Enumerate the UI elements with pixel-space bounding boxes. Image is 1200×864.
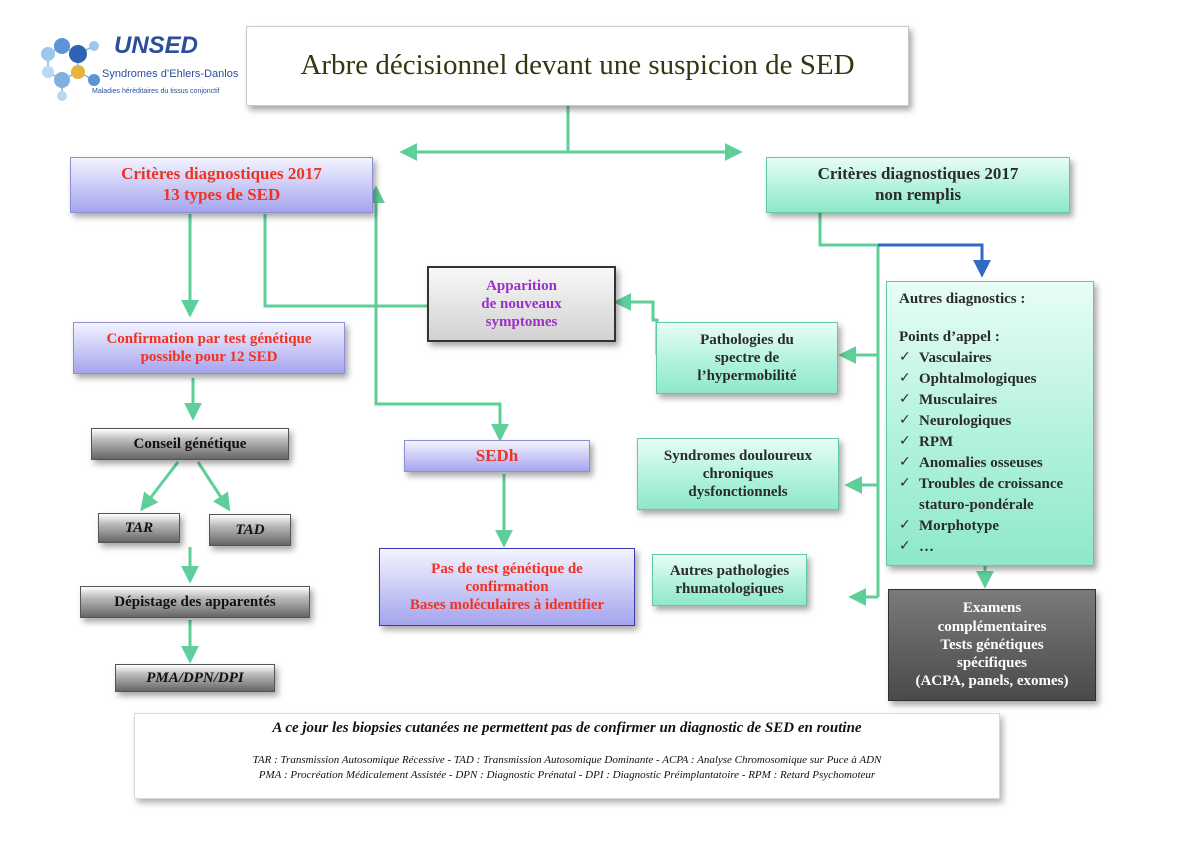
criteria-met-line2: 13 types de SED xyxy=(162,185,281,204)
pma-box: PMA/DPN/DPI xyxy=(115,664,275,692)
new-symptoms-line2: de nouveaux xyxy=(481,295,562,312)
exams-line1: Examens xyxy=(962,600,1022,617)
logo-tagline: Maladies héréditaires du tissus conjonct… xyxy=(92,88,220,95)
check-icon: ✓ xyxy=(899,370,911,386)
criteria-not-met-line1: Critères diagnostiques 2017 xyxy=(817,164,1019,184)
rheumato-line1: Autres pathologies xyxy=(669,562,790,579)
page-title: Arbre décisionnel devant une suspicion d… xyxy=(246,26,909,106)
footnote-legend-line1: TAR : Transmission Autosomique Récessive… xyxy=(252,754,882,766)
other-diagnostics-box: Autres diagnostics : Points d’appel : ✓ V… xyxy=(886,281,1094,566)
list-item-label: Morphotype xyxy=(919,518,999,534)
check-icon: ✓ xyxy=(899,517,911,533)
line-criteria-to-symptoms xyxy=(263,214,428,308)
screening-box: Dépistage des apparentés xyxy=(80,586,310,618)
criteria-not-met-line2: non remplis xyxy=(874,185,962,204)
footnote-legend-line2: PMA : Procréation Médicalement Assistée … xyxy=(258,768,876,781)
symptom-list: ✓ Vasculaires ✓ Ophtalmologiques ✓ Musculai… xyxy=(899,348,1091,558)
molecule-icon xyxy=(41,38,100,101)
list-item: ✓ Vasculaires xyxy=(899,348,1091,369)
list-item-label: Musculaires xyxy=(919,392,998,408)
list-item-label: RPM xyxy=(919,434,954,450)
pain-syndromes-line1: Syndromes douloureux xyxy=(663,447,813,464)
exams-line5: (ACPA, panels, exomes) xyxy=(915,673,1069,690)
new-symptoms-line1: Apparition xyxy=(486,277,557,294)
footnote-main: A ce jour les biopsies cutanées ne perme… xyxy=(272,720,862,736)
hypermobility-line1: Pathologies du xyxy=(700,331,794,348)
sedh-box: SEDh xyxy=(404,440,590,472)
check-icon: ✓ xyxy=(899,391,911,407)
list-item-label: Troubles de croissance staturo-pondérale xyxy=(919,476,1064,513)
check-icon: ✓ xyxy=(899,454,911,470)
list-item: ✓… xyxy=(899,537,1091,558)
arrow-hypermobility-to-symptoms xyxy=(613,293,659,355)
logo-name: UNSED xyxy=(114,32,199,59)
arrow-to-tad xyxy=(196,461,231,512)
list-item: ✓ Anomalies osseuses xyxy=(899,453,1091,474)
list-item: ✓ Neurologiques xyxy=(899,411,1091,432)
pain-syndromes-line2: chroniques xyxy=(702,465,774,482)
check-icon: ✓ xyxy=(899,349,911,365)
pain-syndromes-box: Syndromes douloureux chroniques dysfonct… xyxy=(637,438,839,510)
hypermobility-line2: spectre de xyxy=(714,349,780,366)
hypermobility-line3: l’hypermobilité xyxy=(697,368,797,385)
list-item-label: Anomalies osseuses xyxy=(919,455,1043,471)
list-item-label: Vasculaires xyxy=(919,350,992,366)
tar-box: TAR xyxy=(98,513,180,543)
logo-subtitle: Syndromes d’Ehlers-Danlos xyxy=(102,68,239,80)
rheumato-line2: rhumatologiques xyxy=(675,581,784,597)
exams-line3: Tests génétiques xyxy=(940,636,1044,653)
check-icon: ✓ xyxy=(899,412,911,428)
new-symptoms-line3: symptomes xyxy=(485,314,558,331)
pain-syndromes-line3: dysfonctionnels xyxy=(688,484,788,501)
criteria-met-line1: Critères diagnostiques 2017 xyxy=(121,164,322,184)
list-item-label: Ophtalmologiques xyxy=(919,371,1037,387)
criteria-not-met-box: Critères diagnostiques 2017 non remplis xyxy=(766,157,1070,213)
footnote-box: A ce jour les biopsies cutanées ne perme… xyxy=(134,713,1000,799)
rheumato-box: Autres pathologies rhumatologiques xyxy=(652,554,807,606)
check-icon: ✓ xyxy=(899,433,911,449)
list-item: ✓ RPM xyxy=(899,432,1091,453)
no-test-box: Pas de test génétique de confirmation Ba… xyxy=(379,548,635,626)
list-item: ✓ Troubles de croissance staturo-pondéral… xyxy=(899,474,1091,516)
criteria-met-box: Critères diagnostiques 2017 13 types de … xyxy=(70,157,373,213)
unsed-logo: UNSED Syndromes d’Ehlers-Danlos Maladies… xyxy=(34,28,238,106)
arrow-to-tar xyxy=(140,461,180,512)
confirmation-line1: Confirmation par test génétique xyxy=(106,330,312,347)
tad-box: TAD xyxy=(209,514,291,546)
no-test-line1: Pas de test génétique de xyxy=(431,560,583,577)
no-test-line2: confirmation xyxy=(465,578,549,595)
exams-line2: complémentaires xyxy=(937,618,1047,635)
confirmation-line2: possible pour 12 SED xyxy=(140,349,278,365)
list-item: ✓ Morphotype xyxy=(899,516,1091,537)
check-icon: ✓ xyxy=(899,538,911,554)
list-item-label: Neurologiques xyxy=(919,413,1012,429)
check-icon: ✓ xyxy=(899,475,911,491)
list-item: ✓ Musculaires xyxy=(899,390,1091,411)
hypermobility-box: Pathologies du spectre de l’hypermobilit… xyxy=(656,322,838,394)
exams-line4: spécifiques xyxy=(956,655,1027,672)
footnote-legend: TAR : Transmission Autosomique Récessive… xyxy=(135,753,999,783)
exams-box: Examens complémentaires Tests génétiques… xyxy=(888,589,1096,701)
arrow-to-other-diagnostics xyxy=(878,243,991,278)
no-test-line3: Bases moléculaires à identifier xyxy=(409,597,605,614)
line-not-met-down xyxy=(818,212,880,597)
new-symptoms-box: Apparition de nouveaux symptomes xyxy=(427,266,616,342)
list-item: ✓ Ophtalmologiques xyxy=(899,369,1091,390)
other-diagnostics-heading: Autres diagnostics : xyxy=(899,291,1026,307)
genetic-counseling-box: Conseil génétique xyxy=(91,428,289,460)
arrow-to-sedh xyxy=(374,192,509,442)
confirmation-box: Confirmation par test génétique possible… xyxy=(73,322,345,374)
list-item-label: … xyxy=(919,539,934,555)
points-heading: Points d’appel : xyxy=(899,329,1000,345)
